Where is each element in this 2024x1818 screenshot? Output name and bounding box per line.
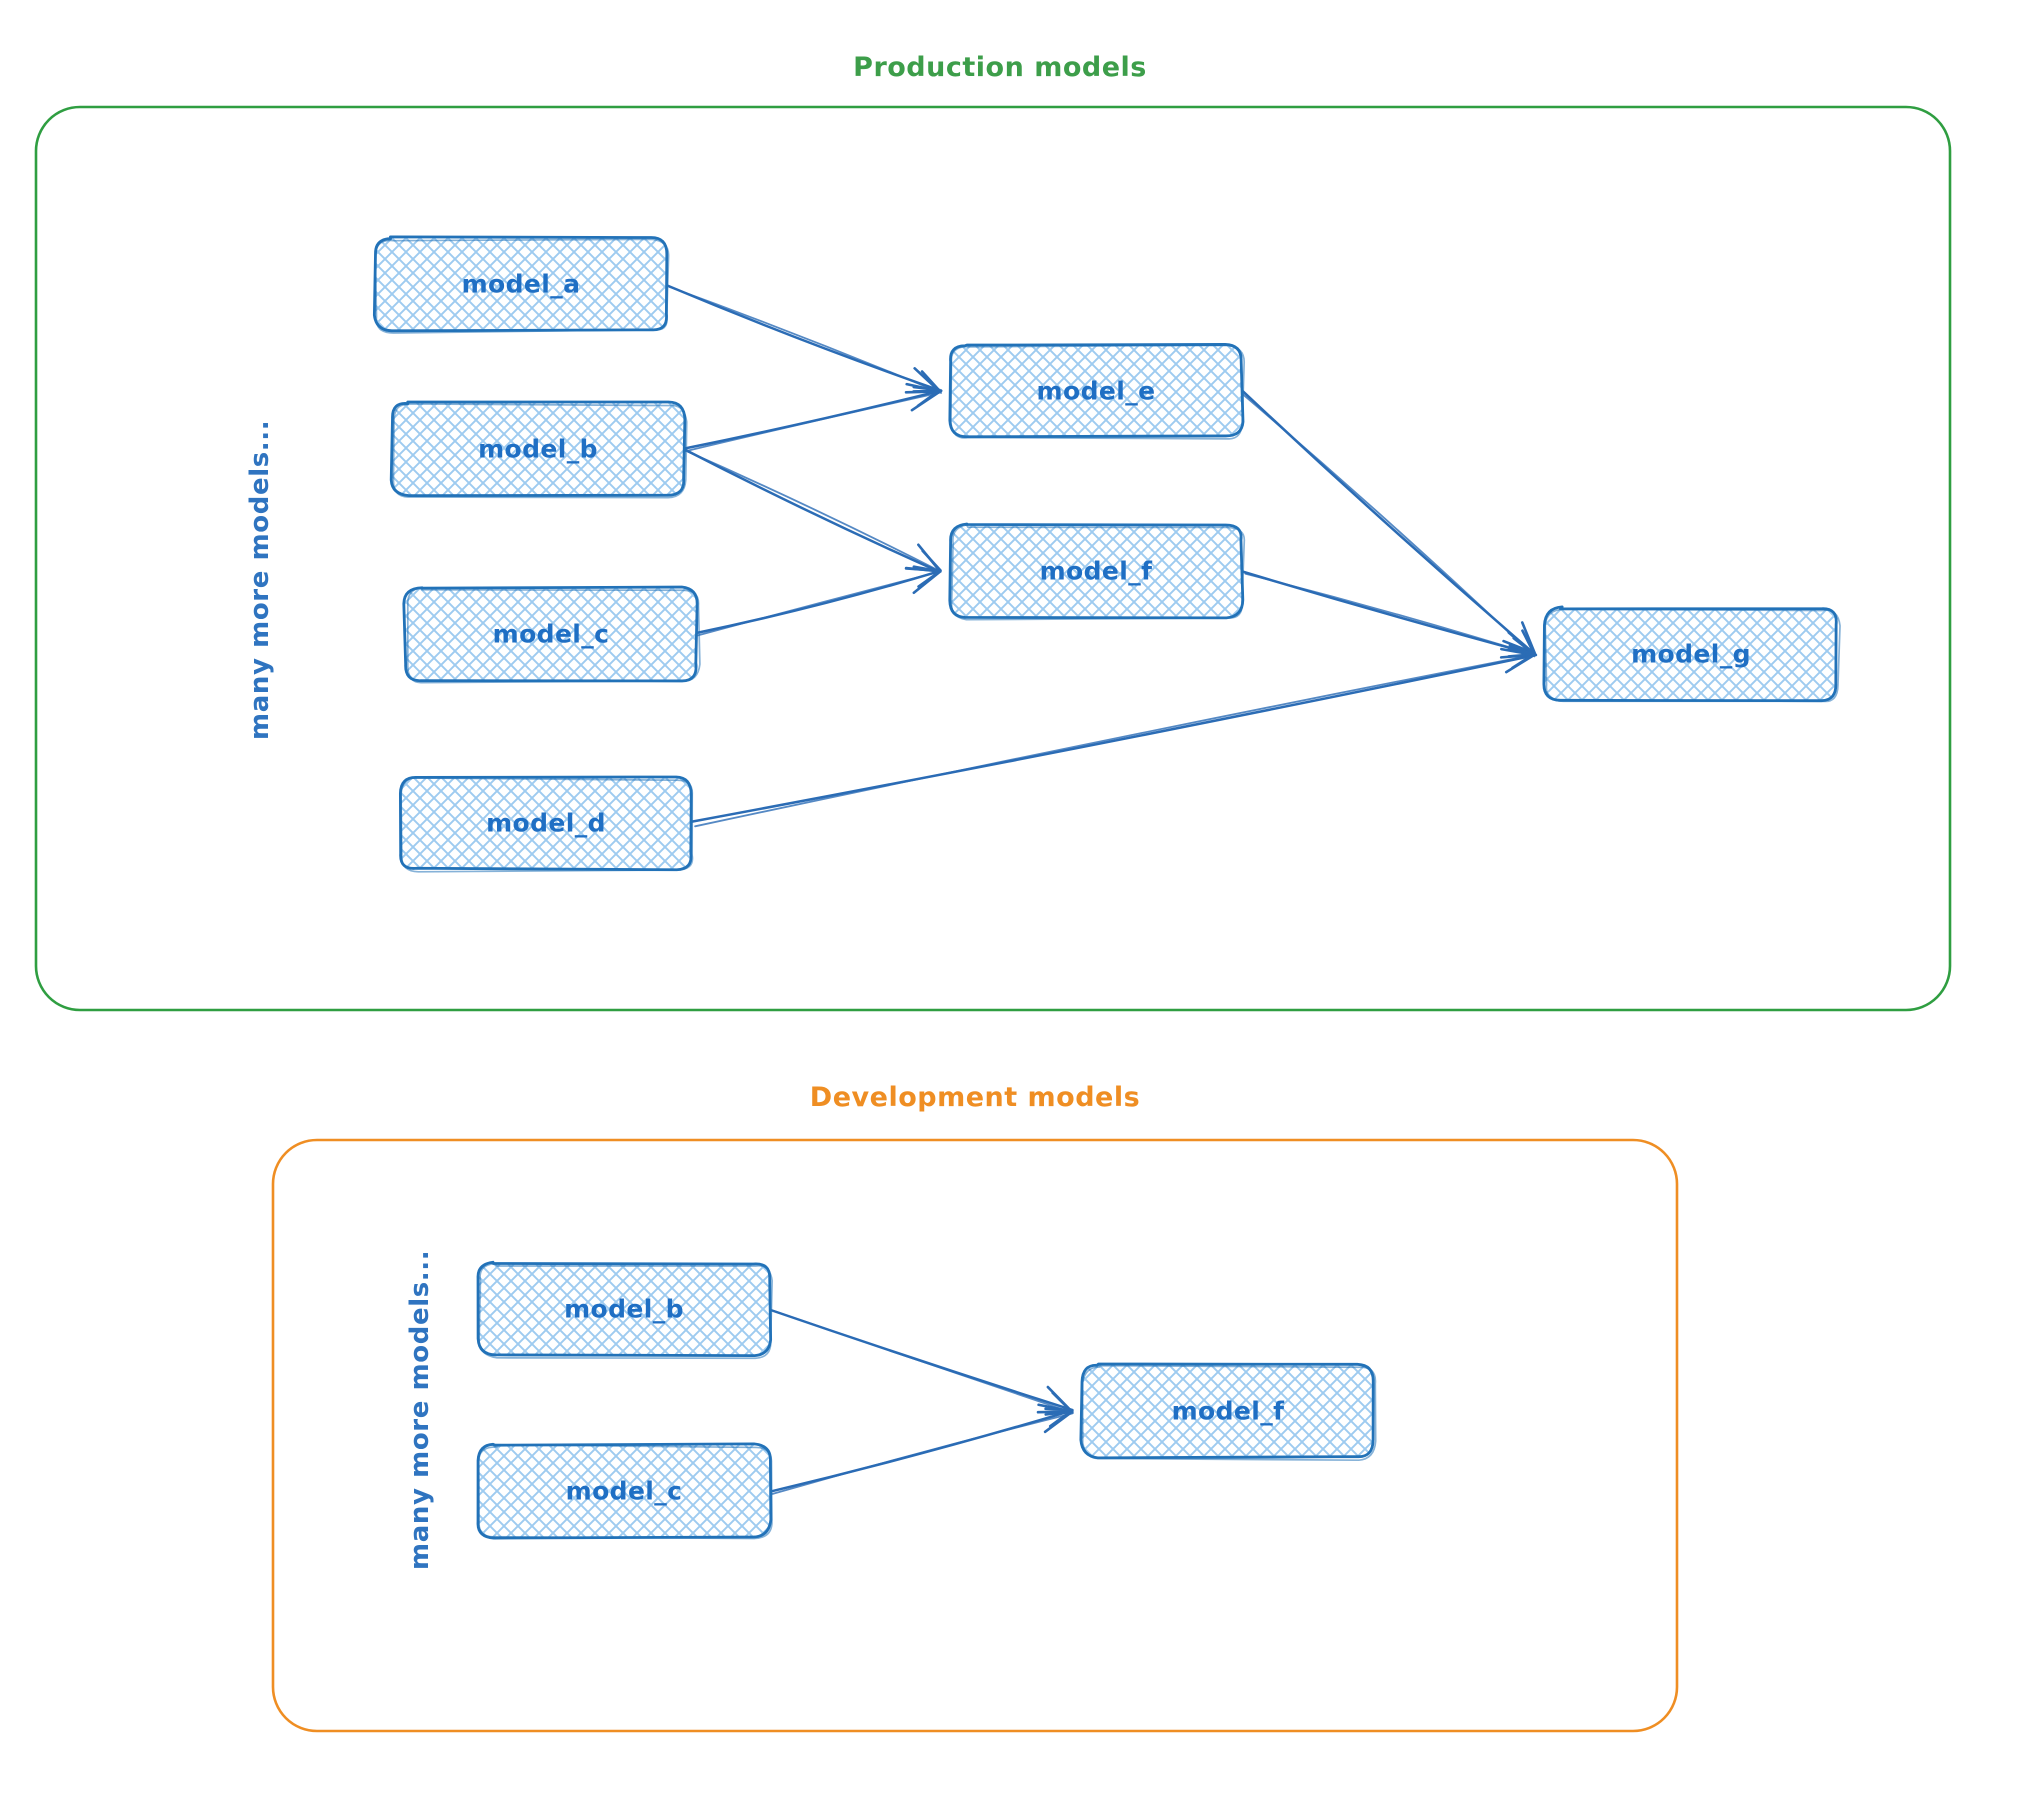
group-container-production	[34, 105, 1952, 1012]
edge-dev_model_b-to-dev_model_f	[768, 1308, 1074, 1416]
edge-model_c-to-model_f	[696, 565, 942, 637]
node-hit-dev_model_c[interactable]	[478, 1445, 770, 1537]
node-hit-model_b[interactable]	[392, 403, 684, 495]
node-dev_model_f[interactable]	[1079, 1362, 1377, 1462]
node-hit-model_e[interactable]	[950, 345, 1242, 437]
side-label-development: many more models...	[405, 1249, 435, 1570]
node-dev_model_b[interactable]	[476, 1260, 773, 1360]
node-hit-model_f[interactable]	[950, 525, 1242, 617]
node-dev_model_c[interactable]	[476, 1442, 773, 1540]
node-model_d[interactable]	[398, 775, 694, 873]
node-model_g[interactable]	[1542, 605, 1841, 703]
edge-model_b-to-model_f	[684, 448, 942, 573]
node-hit-model_d[interactable]	[400, 777, 692, 869]
node-model_f[interactable]	[948, 522, 1246, 621]
edge-model_d-to-model_g	[690, 647, 1538, 828]
node-hit-model_g[interactable]	[1545, 608, 1837, 700]
node-hit-dev_model_f[interactable]	[1082, 1365, 1374, 1457]
group-title-development: Development models	[809, 1082, 1141, 1113]
edge-model_a-to-model_e	[665, 284, 943, 394]
edge-layer-development	[768, 1308, 1074, 1495]
node-model_c[interactable]	[402, 585, 701, 684]
side-label-production: many more models...	[245, 419, 275, 740]
node-hit-model_a[interactable]	[375, 238, 667, 330]
node-hit-model_c[interactable]	[405, 588, 697, 680]
edge-model_e-to-model_g	[1241, 389, 1537, 658]
node-hit-dev_model_b[interactable]	[478, 1263, 770, 1355]
node-model_a[interactable]	[372, 235, 670, 334]
group-container-development	[271, 1138, 1679, 1733]
edge-layer-production	[665, 284, 1538, 828]
edge-model_f-to-model_g	[1239, 569, 1537, 659]
group-title-production: Production models	[853, 52, 1147, 83]
node-model_e[interactable]	[948, 343, 1246, 440]
edge-dev_model_c-to-dev_model_f	[768, 1403, 1074, 1495]
node-model_b[interactable]	[389, 400, 688, 499]
edge-model_b-to-model_e	[683, 382, 943, 453]
